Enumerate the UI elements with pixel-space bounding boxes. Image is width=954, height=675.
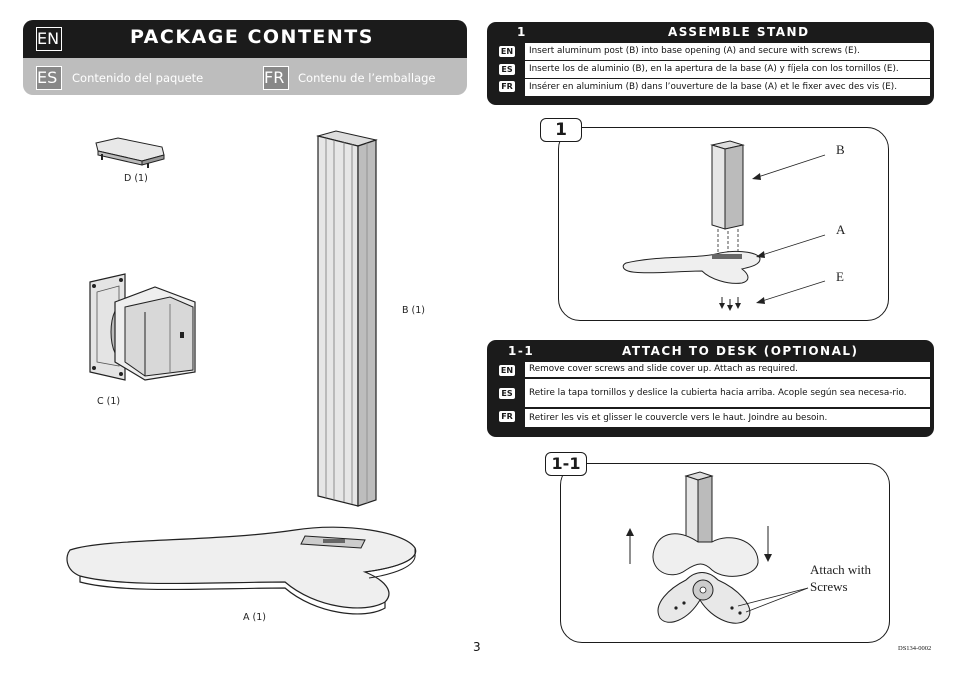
package-contents-title-bar xyxy=(23,20,467,58)
step1-text-fr: Insérer en aluminium (B) dans l’ouvertur… xyxy=(529,82,898,92)
step11-desk-mount-drawing xyxy=(626,471,809,624)
step11-label-attach: Attach with xyxy=(810,562,872,577)
part-d-label: D (1) xyxy=(124,173,148,184)
part-b-illustration xyxy=(316,130,378,507)
lang-tag-en: EN xyxy=(36,27,62,51)
step11-lang-fr: FR xyxy=(499,411,515,422)
step1-label-e: E xyxy=(836,269,844,284)
step1-text-es: Inserte los de aluminio (B), en la apert… xyxy=(529,64,899,74)
part-d-illustration xyxy=(95,137,165,168)
step11-row-es: Retire la tapa tornillos y deslice la cu… xyxy=(525,379,930,407)
lang-tag-fr: FR xyxy=(263,66,289,90)
step11-label-screws: Screws xyxy=(810,579,848,594)
step1-label-b: B xyxy=(836,142,845,157)
step1-title: ASSEMBLE STAND xyxy=(668,25,810,39)
step11-title: ATTACH TO DESK (OPTIONAL) xyxy=(622,344,859,358)
step1-text-en: Insert aluminum post (B) into base openi… xyxy=(529,46,860,56)
step11-row-fr: Retirer les vis et glisser le couvercle … xyxy=(525,409,930,427)
part-a-illustration xyxy=(66,526,417,615)
step1-row-en: Insert aluminum post (B) into base openi… xyxy=(525,43,930,60)
step11-badge: 1-1 xyxy=(545,452,587,476)
part-c-illustration xyxy=(89,273,196,381)
lang-tag-es: ES xyxy=(36,66,62,90)
step11-header: 1-1 ATTACH TO DESK (OPTIONAL) xyxy=(487,340,934,360)
step11-text-en: Remove cover screws and slide cover up. … xyxy=(529,364,798,374)
doc-code: DS134-0002 xyxy=(898,645,932,652)
step1-badge: 1 xyxy=(540,118,582,142)
step1-lang-fr: FR xyxy=(499,81,515,92)
step1-row-fr: Insérer en aluminium (B) dans l’ouvertur… xyxy=(525,79,930,96)
page-title: PACKAGE CONTENTS xyxy=(130,26,374,48)
step11-text-es: Retire la tapa tornillos y deslice la cu… xyxy=(529,387,907,398)
package-contents-header: EN PACKAGE CONTENTS ES Contenido del paq… xyxy=(23,20,467,95)
step1-row-es: Inserte los de aluminio (B), en la apert… xyxy=(525,61,930,78)
step11-lang-es: ES xyxy=(499,388,515,399)
part-b-label: B (1) xyxy=(402,305,425,316)
step1-header: 1 ASSEMBLE STAND xyxy=(487,22,934,42)
es-title: Contenido del paquete xyxy=(72,71,204,85)
part-a-label: A (1) xyxy=(243,612,266,623)
step1-number: 1 xyxy=(517,25,527,39)
step1-lang-es: ES xyxy=(499,64,515,75)
step1-label-a: A xyxy=(836,222,846,237)
page-number: 3 xyxy=(473,640,481,654)
step1-assembly-drawing xyxy=(622,140,826,311)
fr-title: Contenu de l’emballage xyxy=(298,71,436,85)
step1-lang-en: EN xyxy=(499,46,515,57)
part-c-label: C (1) xyxy=(97,396,121,407)
step11-number: 1-1 xyxy=(508,344,535,358)
step1-instructions: 1 ASSEMBLE STAND EN Insert aluminum post… xyxy=(487,22,934,105)
step11-lang-en: EN xyxy=(499,365,515,376)
step11-row-en: Remove cover screws and slide cover up. … xyxy=(525,362,930,377)
step11-text-fr: Retirer les vis et glisser le couvercle … xyxy=(529,412,828,423)
step11-instructions: 1-1 ATTACH TO DESK (OPTIONAL) EN Remove … xyxy=(487,340,934,437)
